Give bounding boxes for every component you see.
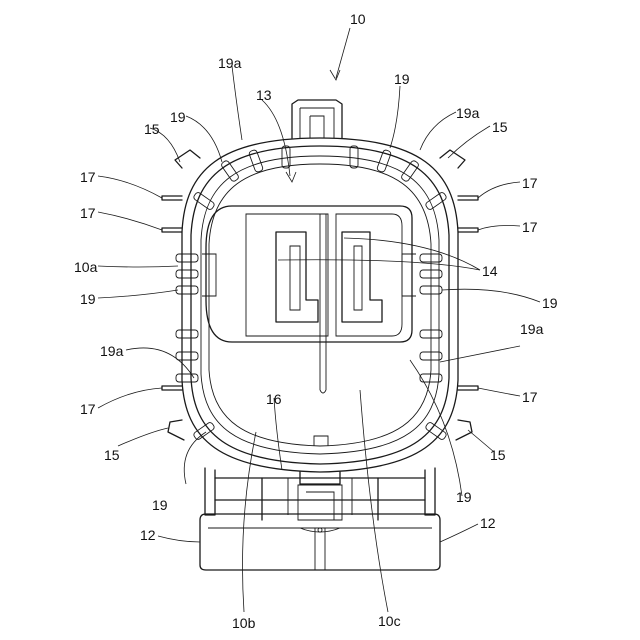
label-12-left: 12 <box>140 527 156 543</box>
label-15-top-right: 15 <box>492 119 508 135</box>
label-19a-right: 19a <box>520 321 544 337</box>
label-17-left-2: 17 <box>80 205 96 221</box>
label-19-bottom-right: 19 <box>456 489 472 505</box>
connector-window <box>202 206 416 393</box>
label-19a-top-left: 19a <box>218 55 242 71</box>
label-17-right-3: 17 <box>522 389 538 405</box>
label-19-bottom-left: 19 <box>152 497 168 513</box>
label-16: 16 <box>266 391 282 407</box>
label-17-right-2: 17 <box>522 219 538 235</box>
top-tab <box>292 100 342 138</box>
label-10: 10 <box>350 11 366 27</box>
label-17-left-3: 17 <box>80 401 96 417</box>
label-12-right: 12 <box>480 515 496 531</box>
label-15-bottom-right: 15 <box>490 447 506 463</box>
lower-housing <box>205 468 435 520</box>
label-19-left-mid: 19 <box>80 291 96 307</box>
label-10a: 10a <box>74 259 98 275</box>
label-17-right-1: 17 <box>522 175 538 191</box>
bottom-notch <box>300 436 340 484</box>
label-19-right-mid: 19 <box>542 295 558 311</box>
label-15-top-left: 15 <box>144 121 160 137</box>
label-10b: 10b <box>232 615 256 631</box>
label-19a-left: 19a <box>100 343 124 359</box>
label-13: 13 <box>256 87 272 103</box>
label-10c: 10c <box>378 613 401 629</box>
base-plate <box>200 514 440 570</box>
reference-labels: 10 13 19a 15 19 17 17 10a 19 19a 17 15 1… <box>74 11 558 631</box>
label-19-top-left: 19 <box>170 109 186 125</box>
label-15-bottom-left: 15 <box>104 447 120 463</box>
label-17-left-1: 17 <box>80 169 96 185</box>
label-19-top-right: 19 <box>394 71 410 87</box>
label-19a-top-right: 19a <box>456 105 480 121</box>
label-14: 14 <box>482 263 498 279</box>
